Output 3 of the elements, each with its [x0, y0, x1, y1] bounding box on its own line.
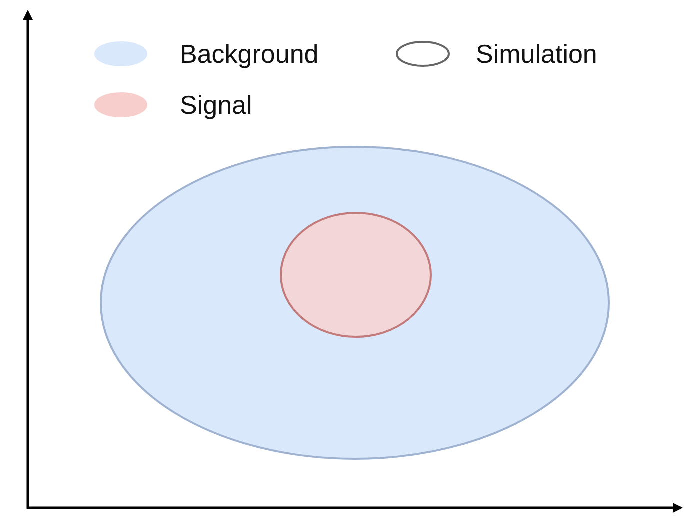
legend-label: Signal	[180, 90, 252, 121]
legend-label: Simulation	[476, 39, 598, 70]
legend-label: Background	[180, 39, 319, 70]
